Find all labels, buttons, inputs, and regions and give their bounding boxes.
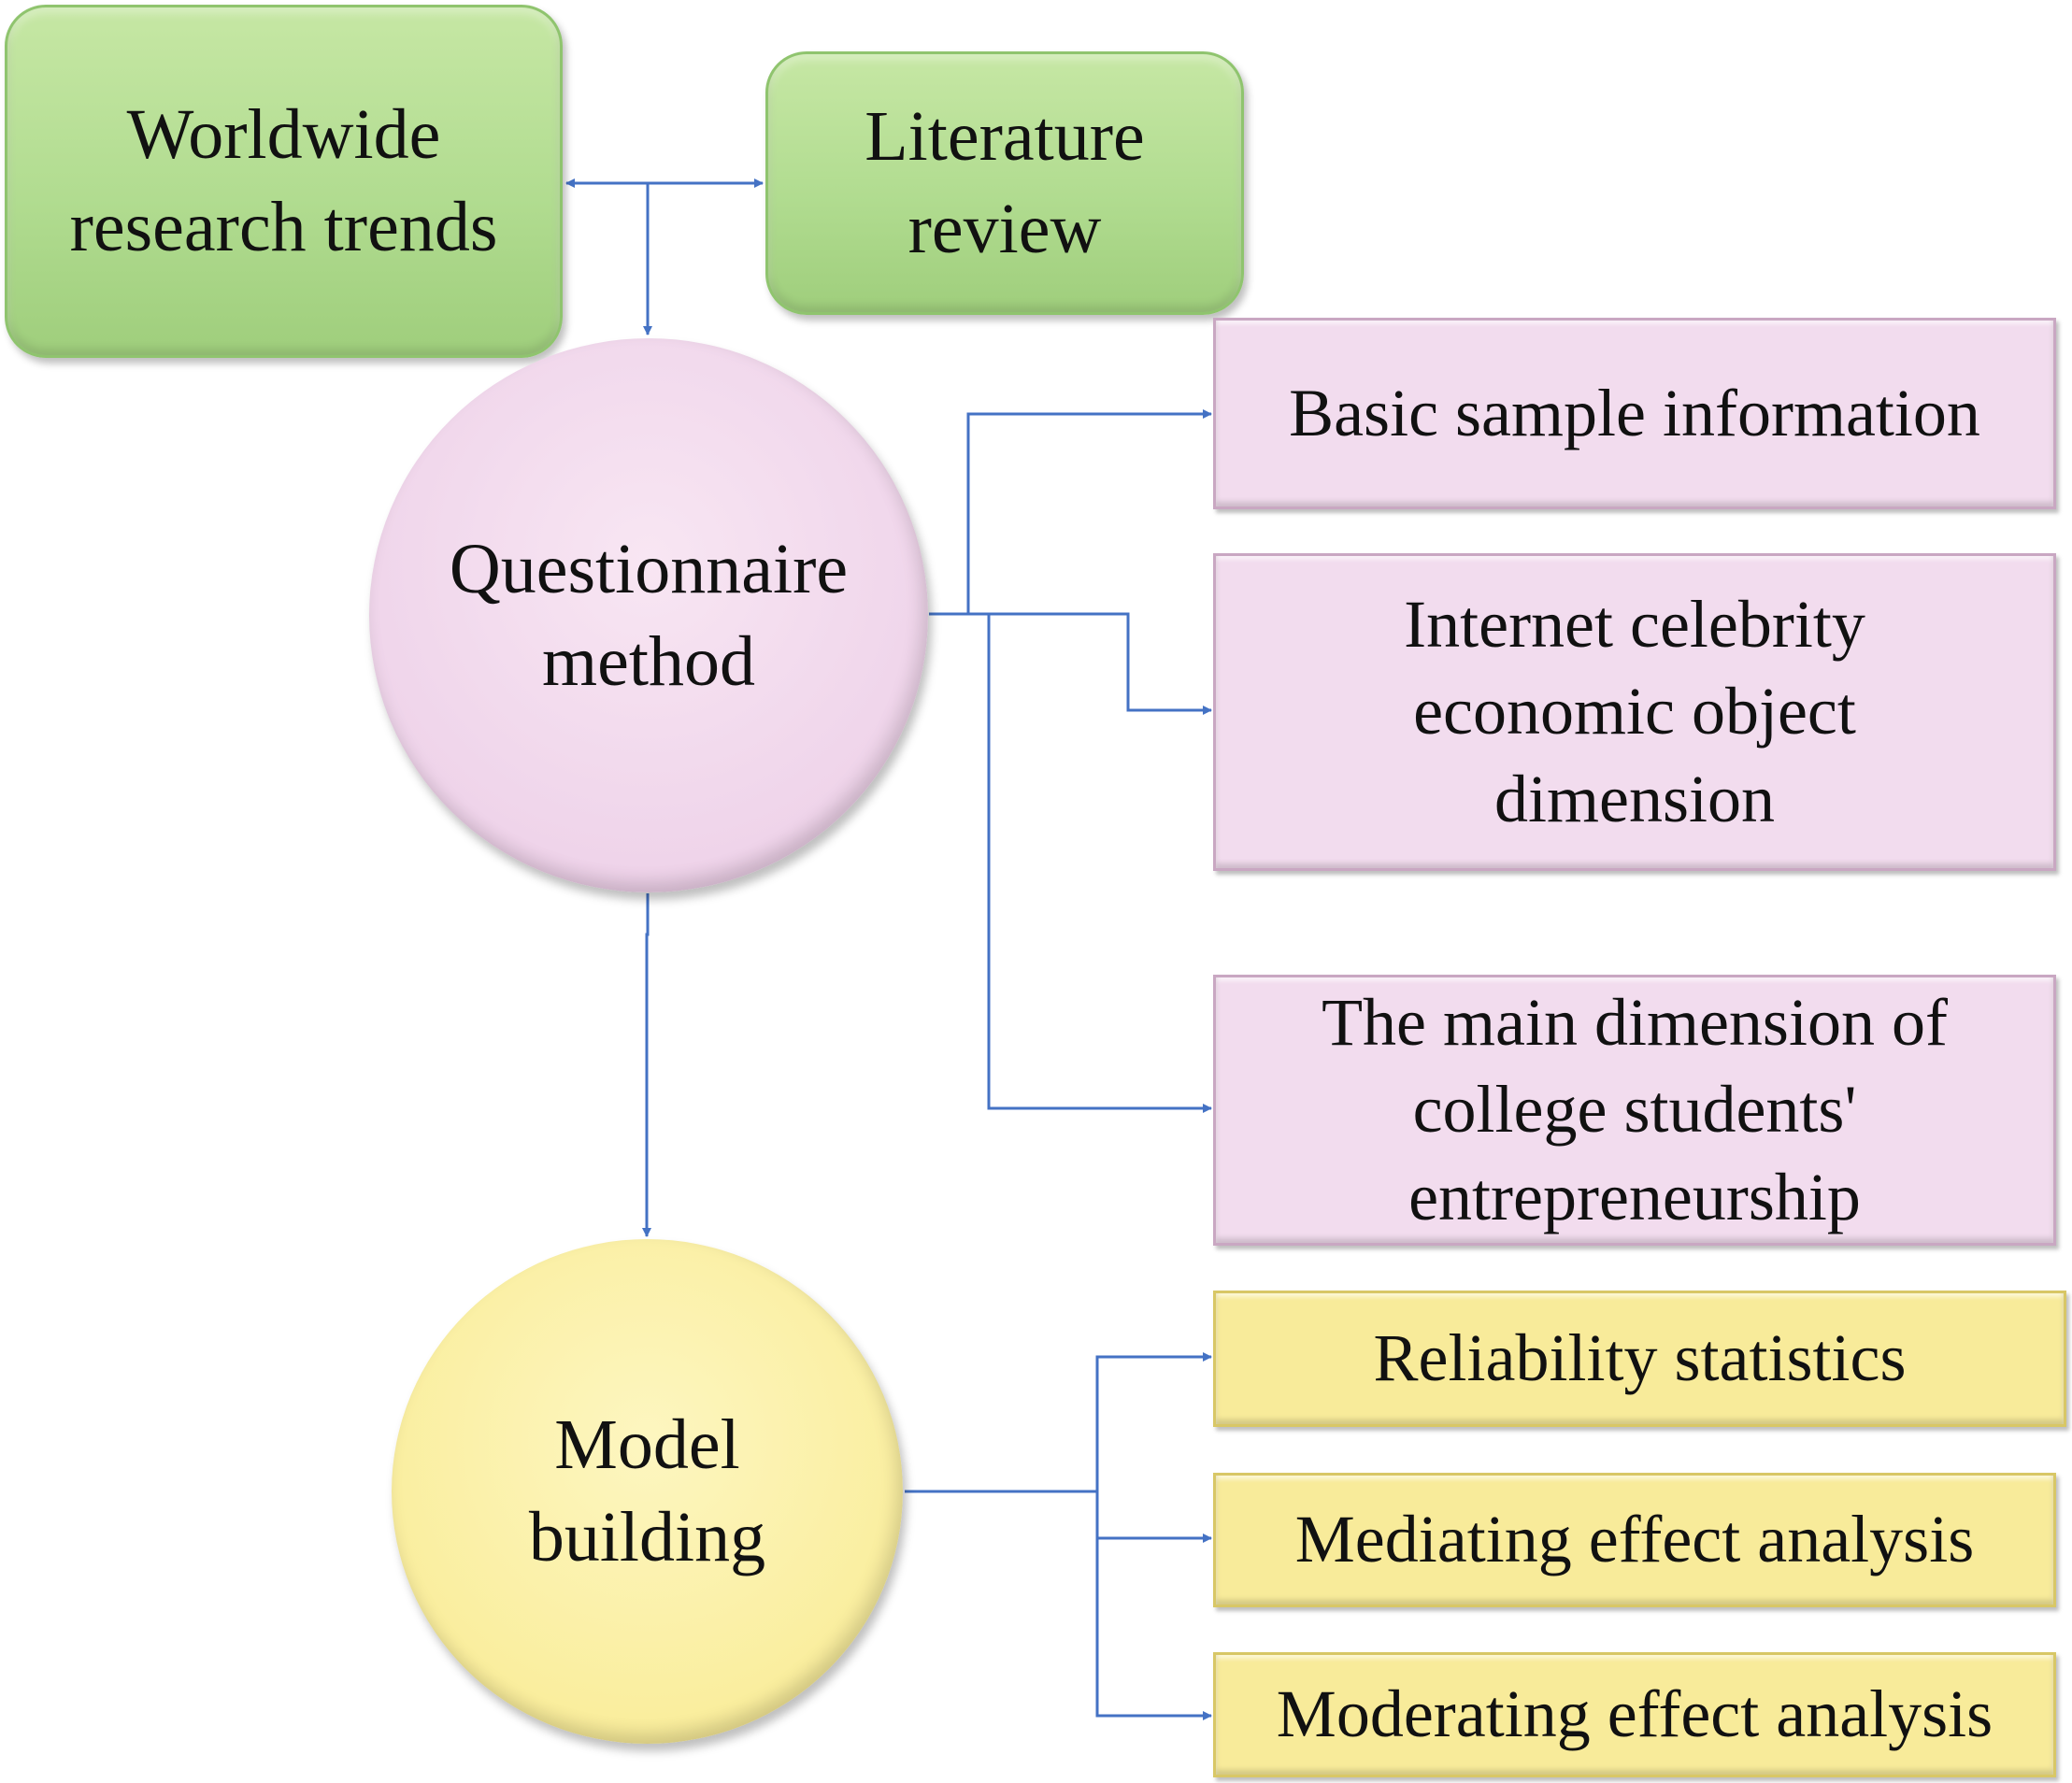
basic-sample-information-box: Basic sample information bbox=[1213, 318, 2056, 509]
arrow-to-basic-sample bbox=[929, 409, 1212, 616]
questionnaire-method-circle: Questionnaire method bbox=[369, 338, 928, 892]
internet-celebrity-dimension-label: Internet celebrity economic object dimen… bbox=[1404, 586, 1865, 836]
literature-review-label: Literature review bbox=[865, 97, 1145, 268]
arrow-to-internet-celebrity bbox=[929, 612, 1212, 715]
literature-review-box: Literature review bbox=[765, 51, 1244, 315]
arrow-to-entrepreneurship bbox=[987, 614, 1212, 1113]
entrepreneurship-dimension-box: The main dimension of college students' … bbox=[1213, 975, 2056, 1246]
basic-sample-information-label: Basic sample information bbox=[1289, 375, 1980, 450]
reliability-statistics-label: Reliability statistics bbox=[1373, 1320, 1907, 1396]
model-building-circle: Model building bbox=[392, 1239, 903, 1744]
model-building-label: Model building bbox=[528, 1405, 766, 1576]
arrow-to-moderating bbox=[1095, 1538, 1212, 1720]
moderating-effect-analysis-box: Moderating effect analysis bbox=[1213, 1652, 2056, 1777]
mediating-effect-analysis-label: Mediating effect analysis bbox=[1294, 1502, 1975, 1577]
internet-celebrity-dimension-box: Internet celebrity economic object dimen… bbox=[1213, 553, 2056, 871]
worldwide-research-trends-box: Worldwide research trends bbox=[5, 5, 563, 358]
arrow-to-model-building bbox=[642, 893, 651, 1237]
entrepreneurship-dimension-label: The main dimension of college students' … bbox=[1322, 984, 1948, 1234]
mediating-effect-analysis-box: Mediating effect analysis bbox=[1213, 1473, 2056, 1607]
questionnaire-method-label: Questionnaire method bbox=[449, 529, 849, 701]
moderating-effect-analysis-label: Moderating effect analysis bbox=[1276, 1676, 1993, 1752]
worldwide-research-trends-label: Worldwide research trends bbox=[69, 95, 498, 266]
arrow-to-reliability bbox=[905, 1352, 1212, 1493]
reliability-statistics-box: Reliability statistics bbox=[1213, 1291, 2066, 1427]
